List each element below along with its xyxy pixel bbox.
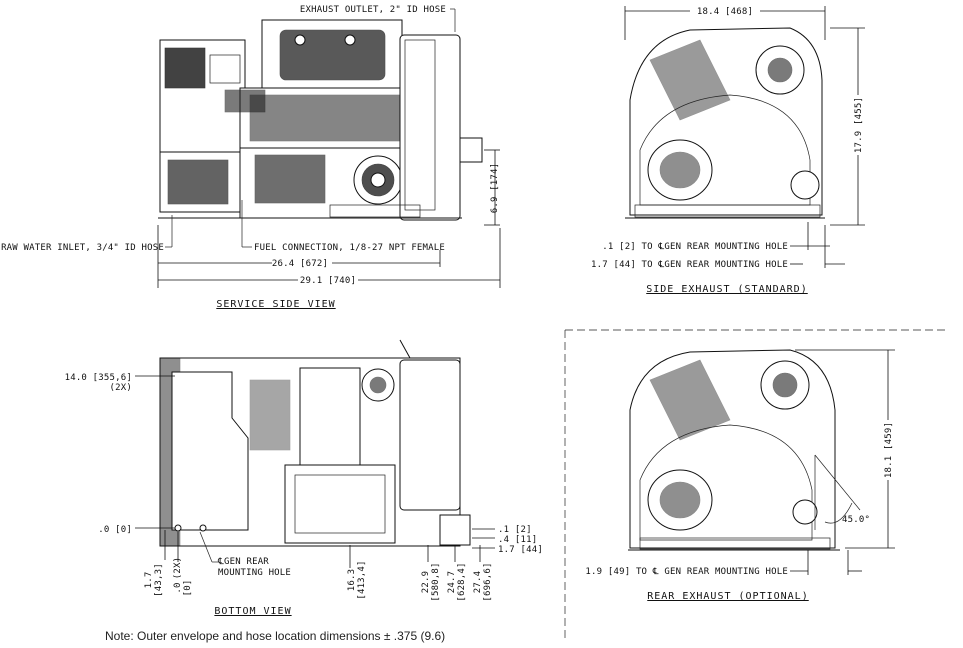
bottom-v-229: 22.9 (421, 571, 431, 593)
service-side-engine-drawing (158, 19, 483, 221)
bottom-left-top-dim: 14.0 [355,6] (65, 373, 132, 383)
bottom-right-dim-1: .1 [2] (498, 525, 532, 535)
bottom-v-163: 16.3 (347, 569, 357, 591)
bottom-view-engine-drawing (159, 339, 471, 547)
rear-exhaust-view: 45.0° 18.1 [459] 1.9 [49] TO ℄ GEN REAR … (564, 329, 945, 638)
side-exhaust-height-dim: 17.9 [455] (854, 97, 864, 153)
bottom-v-274: 27.4 (473, 571, 483, 593)
side-exhaust-mount-dim-1: .1 [2] TO ℄GEN REAR MOUNTING HOLE (602, 242, 788, 252)
rear-exhaust-angle: 45.0° (842, 515, 870, 525)
fuel-connection-label: FUEL CONNECTION, 1/8-27 NPT FEMALE (254, 243, 445, 253)
bottom-v-17b: [43,3] (154, 563, 164, 597)
side-exhaust-view: 18.4 [468] 17.9 [455] .1 [2] TO ℄GEN REA… (591, 5, 865, 295)
bottom-v-163b: [413,4] (357, 560, 367, 599)
bottom-left-top-count: (2X) (110, 383, 132, 393)
service-side-width-outer-dim: 29.1 [740] (300, 276, 356, 286)
service-side-view: EXHAUST OUTLET, 2" ID HOSE 6.9 [174] RAW… (1, 5, 501, 310)
bottom-mount-label-2: MOUNTING HOLE (218, 568, 291, 578)
side-exhaust-mount-dim-2: 1.7 [44] TO ℄GEN REAR MOUNTING HOLE (591, 260, 788, 270)
bottom-view: 14.0 [355,6] (2X) .0 [0] ℄GEN REAR MOUNT… (65, 339, 543, 617)
rear-exhaust-view-title: REAR EXHAUST (OPTIONAL) (647, 591, 808, 602)
side-exhaust-view-title: SIDE EXHAUST (STANDARD) (646, 284, 807, 295)
exhaust-outlet-label: EXHAUST OUTLET, 2" ID HOSE (300, 5, 446, 15)
bottom-view-title: BOTTOM VIEW (214, 606, 291, 617)
bottom-right-dim-2: .4 [11] (498, 535, 537, 545)
rear-exhaust-engine-drawing (628, 349, 840, 551)
bottom-right-dim-3: 1.7 [44] (498, 545, 543, 555)
bottom-mount-label-1: ℄GEN REAR (217, 557, 269, 567)
bottom-v-229b: [580,8] (431, 562, 441, 601)
side-exhaust-width-dim: 18.4 [468] (697, 7, 753, 17)
bottom-v-00b: [0] (183, 580, 193, 597)
bottom-v-00: .0 (173, 582, 183, 593)
bottom-v-274b: [696,6] (483, 562, 493, 601)
service-side-view-title: SERVICE SIDE VIEW (216, 299, 335, 310)
tolerance-note: Note: Outer envelope and hose location d… (105, 629, 445, 643)
bottom-zero-dim: .0 [0] (98, 525, 132, 535)
rear-exhaust-height-dim: 18.1 [459] (884, 422, 894, 478)
bottom-v-00c: (2X) (173, 557, 183, 579)
bottom-v-247b: [628,4] (457, 562, 467, 601)
service-side-width-inner-dim: 26.4 [672] (272, 259, 328, 269)
service-side-height-dim: 6.9 [174] (490, 163, 500, 214)
raw-water-inlet-label: RAW WATER INLET, 3/4" ID HOSE (1, 243, 164, 253)
rear-exhaust-mount-dim: 1.9 [49] TO ℄ GEN REAR MOUNTING HOLE (585, 567, 788, 577)
bottom-v-17: 1.7 (144, 572, 154, 589)
bottom-v-247: 24.7 (447, 571, 457, 593)
side-exhaust-engine-drawing (625, 27, 825, 219)
